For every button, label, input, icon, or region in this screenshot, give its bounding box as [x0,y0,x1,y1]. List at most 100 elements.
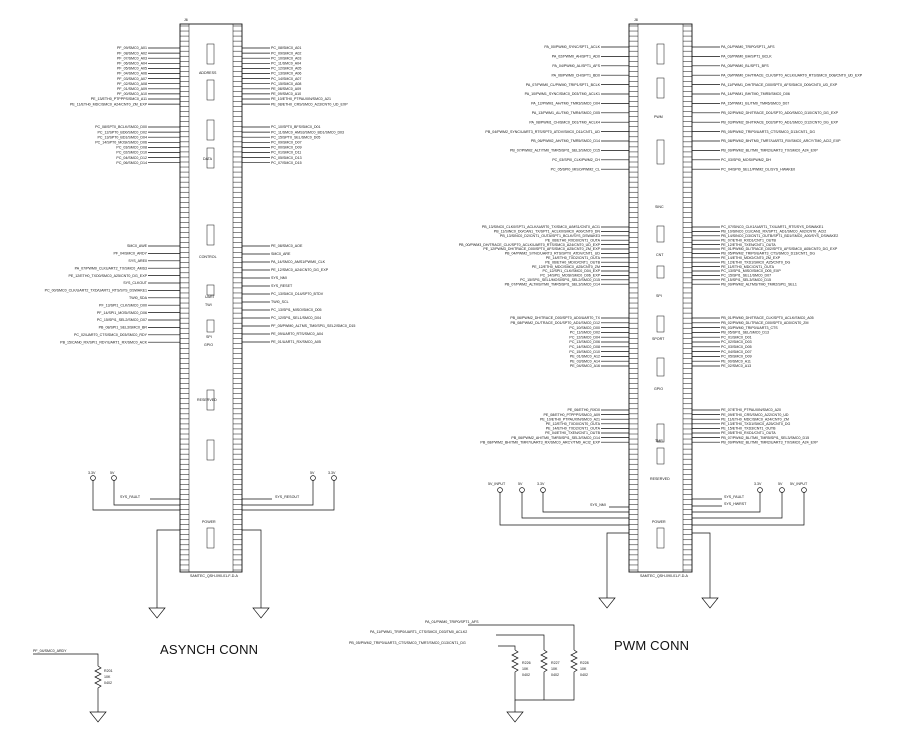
signal-label: PC_05/SPI0_MISO/PWM2_CL [551,167,600,171]
signal-label: PB_13/SINC0_CLK0/SPT1_ACLK/UART0_TX/SMC0… [482,225,600,229]
signal-label: PC_12/SPT0_BD0/SMC0_D02 [97,130,147,134]
signal-label: PE_10/ETH0_PTPAUXIN/SMC0_A21 [271,97,331,101]
signal-label: SYS_ARE0 [128,259,147,263]
right-v33-left: 3.3V [537,482,545,486]
left-section-address: ADDRESS [199,71,217,75]
left-connector-part: SAMTEC_QSH-090-01-F-D-A [190,574,239,578]
signal-label: PE_15/ETH0_TXD3/CNT1_OUTB [721,427,776,431]
signal-label: PE_07/ETH0_RXD1/CNT1_OUTB [721,238,777,242]
resistor-icon [570,649,578,690]
left-connector-data-right: PC_10/SPT0_BFS/SMC0_D01PC_11/SMC0_AMS3/S… [242,125,344,165]
signal-label: PC_13/SPT0_BD1/SMC0_D04 [97,135,147,139]
left-section-control: CONTROL [199,255,217,259]
signal-label: PF_05/PWM0_ALTMS_TM0/SPI1_SEL2/SMC0_D15 [271,324,355,328]
left-section-power: POWER [202,520,216,524]
right-connector-sport-right: PB_01/PWM0_DH/TRACE_CLK/SPT0_ACLK/SMC0_A… [692,316,814,368]
signal-label: PB_00/PWM3_DH/TRACE_CLK/SPT0_ACLK/UART0_… [459,243,601,247]
signal-label: PC_10/SMC0_A03 [271,56,301,60]
signal-label: PE_05/ETH0_RXD1/CNT1_OUTA [721,431,776,435]
signal-label: PF_05/SMC0_A05 [117,67,147,71]
signal-label: PB_09/PWM2_ALTMS/TM0_TMR2/SPI1_SEL1 [721,282,797,286]
left-v33-left: 3.3V [88,471,96,475]
signal-label: PF_04/SMC0_ARDY [113,252,147,256]
signal-label: PC_02/SMC0_D10 [116,151,147,155]
signal-label: PC_08/SMC0_A01 [271,46,301,50]
signal-label: PC_02/UART0_CTS/SMC0_D03/SMC0_RDY [74,333,148,337]
right-v33-right: 3.3V [754,482,762,486]
pullup-r226-package: 0402 [522,673,530,677]
signal-label: PC_12/SMC0_D04 [569,335,600,339]
signal-label: PC_00/SMC0_CLK/UART2_TXD/UART1_RTS/SYS_D… [45,289,147,293]
left-connector-address-left: PF_09/SMC0_A01PF_08/SMC0_A02PF_07/SMC0_A… [70,46,180,106]
signal-label: PA_05/PWM0_BL/SPT1_BFS [721,64,769,68]
signal-label: PE_04/ETH0_TXEN/CNT1_OUTB [545,431,601,435]
signal-label: PB_06/PWM2_AH/TM0_TMR5/SMC0_D14 [531,139,600,143]
signal-label: PC_11/SMC0_AMS3/SMC0_BD1/SMC0_D03 [271,130,344,134]
right-connector-tmr-right: PE_07/ETH0_PTPAUXIN/SMC0_A20PE_09/ETH0_C… [692,408,818,444]
right-connector-sport-left: PB_06/PWM2_DH/TRACE_D00/SPT0_AD0/UART0_T… [510,316,629,368]
signal-label: PE_12/ETH0_TXEN/CNT1_OUTA [721,243,776,247]
right-sys-hwrst: SYS_HWRST [724,502,747,506]
signal-label: PC_12/SPI1_SEL1/SMC0_D04 [271,316,321,320]
pullup-r228-ref: R228 [580,661,589,665]
pullup-left-value: 10K [104,675,111,679]
signal-label: PB_05/PWM2_TRIP0/UART3_CTS/SMC0_D13/CNT1… [721,252,815,256]
signal-label: PC_12/SPI1_CLK/SMC0_D04_EXP [542,269,600,273]
signal-label: PF_09/SMC0_A01 [117,46,147,50]
ground-icon [148,607,166,619]
signal-label: SMC0_AWE [127,244,148,248]
signal-label: PC_13/SMC0_A06 [271,72,301,76]
signal-label: PF_06/SMC0_A04 [117,62,147,66]
pullup-r227-ref: R227 [551,661,560,665]
signal-label: PC_14/SPI1_MOSI/SMC0_D06_EXP [540,274,600,278]
signal-label: PE_12/ETH0_TXD0/CNT0_OUTA [546,422,601,426]
signal-label: PB_09/PWM2_BL/TM0_TMR2/UART3_TX/SMC0_A24… [721,440,818,444]
pullup-r228-package: 0402 [580,673,588,677]
right-connector-ref: J8 [634,18,638,22]
left-power-rails: 3.3V 5V 5V 3.3V SYS_FAULT SYS_RESOUT [88,471,337,619]
signal-label: PE_11/ETH0_MDC/CNT1_OUTA [721,265,775,269]
ground-icon [252,607,270,619]
left-sys-resout: SYS_RESOUT [275,495,300,499]
signal-label: PE_01/PWM0_DL/TRACE_D02/SPT0_AFS/SMC0_A0… [721,247,838,251]
signal-label: PE_12/ETH0_MDC/SMC0_A25/CNT0_ZM [532,265,600,269]
signal-label: PA_01/PWM0_TRIP0/SPT1_AFS [721,45,775,49]
signal-label: PE_04/SMC0_A16 [570,364,600,368]
right-section-pwm: PWM [654,115,663,119]
signal-label: PE_02/SMC0_A13 [721,364,751,368]
signal-label: TWI0_SCL [271,300,289,304]
signal-label: PB_04/PWM2_SYNC/UART3_RTS/SPT0_ATDV/SMC0… [485,130,600,134]
signal-label: PE_08/SMC0_AOE [271,244,303,248]
left-section-twi: TWI [205,303,212,307]
signal-label: PE_09/UART0_RTS/SMC0_A04 [271,332,323,336]
signal-label: PF_07/SMC0_A03 [117,56,147,60]
signal-label: PB_07/PWM2_ALTMS/TM0_TMR5/SPI1_SEL3/SMC0… [505,282,600,286]
signal-label: PA_14/SMC0_AMS1/PWM0_CLK [271,260,326,264]
signal-label: PB_05/SPI1_SEL/SMC0_D13 [721,331,769,335]
right-connector-title: PWM CONN [614,638,689,653]
signal-label: PA_15/PWM1_BL/TM0_TMR6/SMC0_D07 [721,102,789,106]
signal-label: PC_04/SMC0_D12 [116,156,147,160]
signal-label: SYS_RESET [271,284,293,288]
pullup-left-ref: R201 [104,669,113,673]
signal-label: PC_01/SMC0_D01 [721,335,752,339]
pullup-net-2: PB_05/PWM2_TRIP0/UART3_CTS/SMC0_TMR7/SMC… [349,641,466,645]
signal-label: PB_04/PWM2_SYNC/UART3_RTS/SPT0_ATDV/CNT1… [505,252,601,256]
signal-label: SYS_NMI [271,276,287,280]
signal-label: PF_00/SMC0_A10 [117,92,147,96]
left-connector: J6 ADDRESS DATA CONTROL UART TWI SPI GPI… [179,18,243,578]
resistor-icon [540,649,548,690]
right-section-reserved: RESERVED [650,477,670,481]
signal-label: PB_14/SINC0_D3/CNT1_OUTB/SPT1_BD1/SMC0_A… [721,234,838,238]
signal-label: PB_08/PWM2_BH/TM0_TMR7/UART3_RX/SMC0_ARC… [480,440,600,444]
pullup-r226-value: 10K [522,667,529,671]
signal-label: PC_10/SPT0_BFS/SMC0_D01 [271,125,321,129]
signal-label: PB_08/SPI1_SEL3/SMC0_BR [99,326,148,330]
signal-label: PB_01/PWM0_DH/TRACE_CLK/SPT0_ACLK/SMC0_A… [721,316,814,320]
signal-label: PC_04/SMC0_D07 [721,350,752,354]
signal-label: PB_03/PWM2_DH/TRACE_D02/SPT0_AD1/SMC0_D1… [721,120,839,124]
pullup-net-1: PA_11/PWM1_TRIP0/UART1_CTS/SMC0_D03/TM0_… [370,630,467,634]
signal-label: PB_02/PWM2_DH/TRACE_D01/SPT0_AD0/SMC0_D1… [721,111,839,115]
signal-label: PE_12/ETH0_TXD0/SMC0_A25/CNT0_DG_EXP [69,274,148,278]
signal-label: PE_10/ETH0_PTPAUXIN/SMC0_A21 [540,417,600,421]
